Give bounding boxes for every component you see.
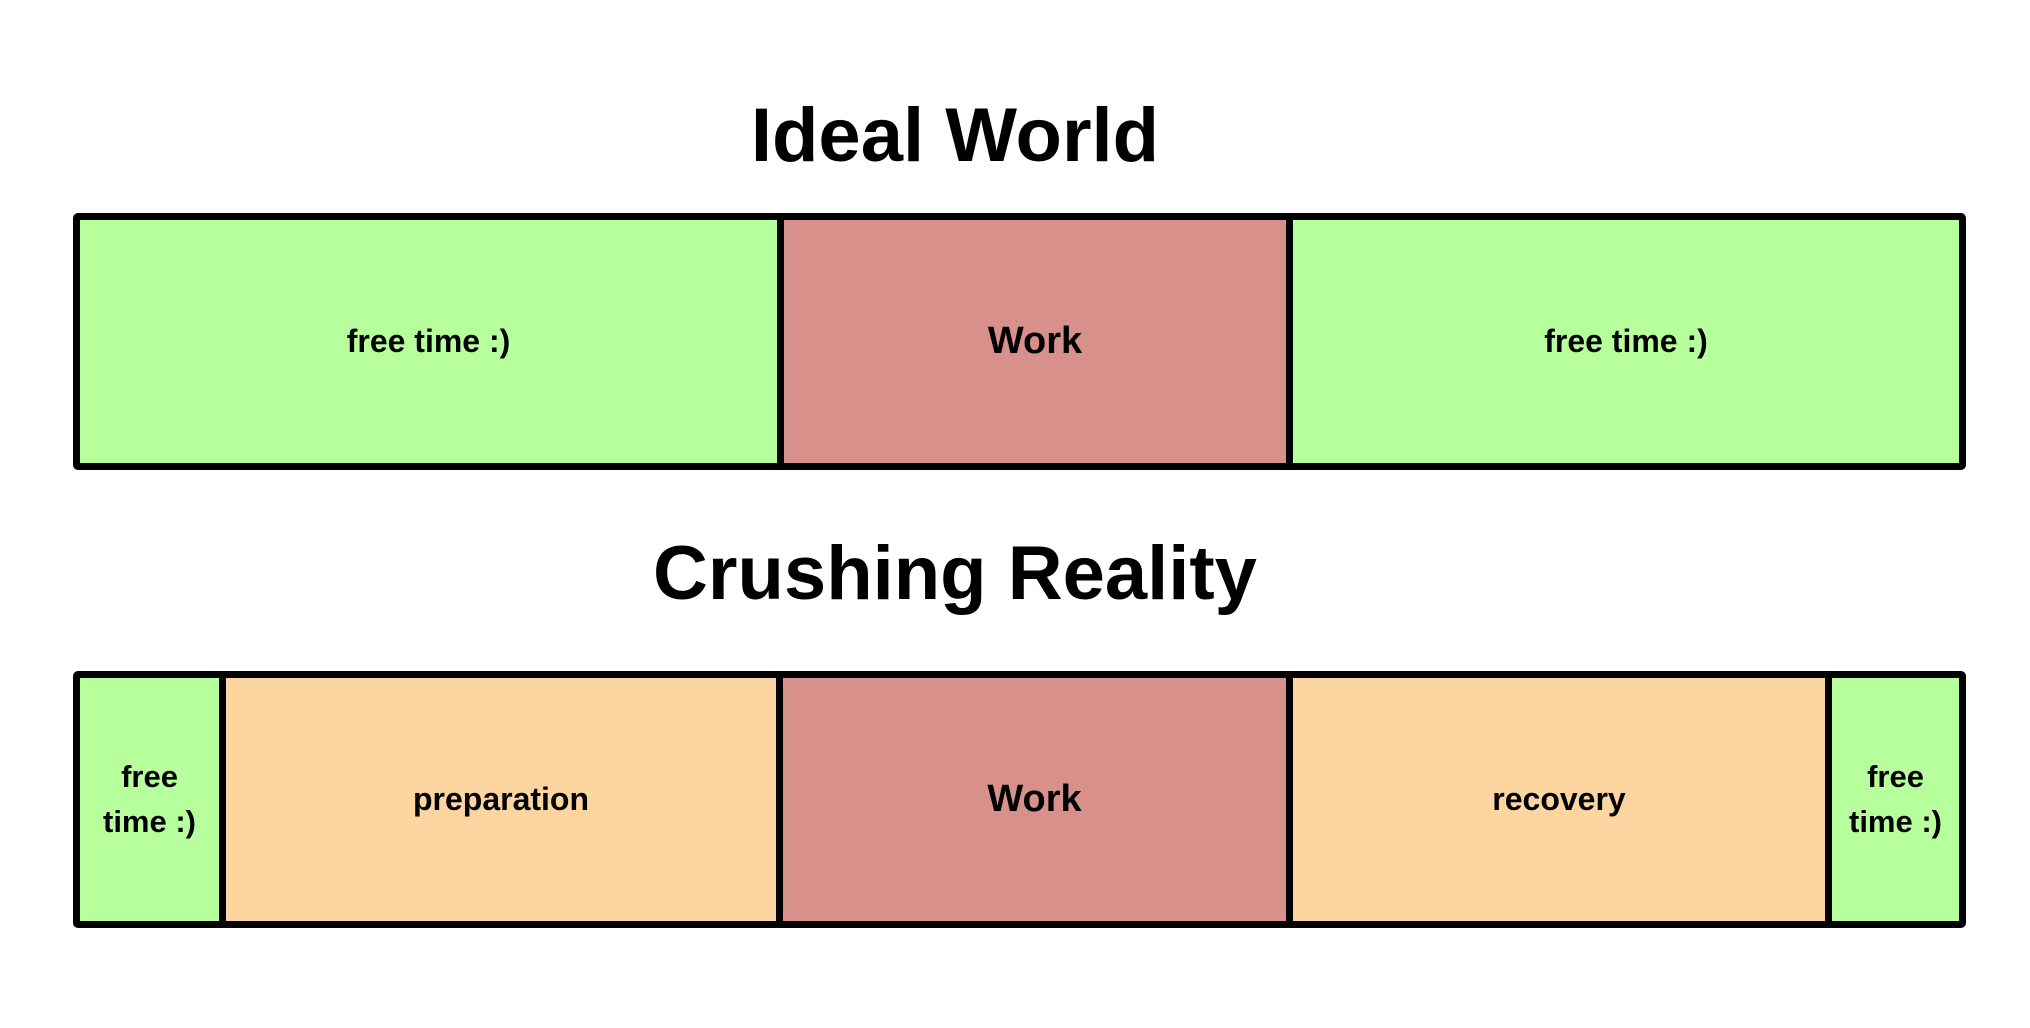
segment-label: free time :): [1849, 758, 1942, 839]
ideal-world-title: Ideal World: [750, 93, 1160, 178]
ideal-free-time-segment-right: free time :): [1293, 220, 1959, 463]
crushing-reality-title: Crushing Reality: [653, 531, 1257, 616]
segment-label: free time :): [1544, 323, 1708, 360]
reality-free-time-segment-right: free time :): [1832, 678, 1959, 921]
segment-label: preparation: [412, 781, 590, 818]
segment-label: recovery: [1492, 781, 1626, 818]
ideal-work-segment: Work: [784, 220, 1293, 463]
crushing-reality-bar: free time :) preparation Work recovery f…: [73, 671, 1966, 928]
reality-recovery-segment: recovery: [1293, 678, 1832, 921]
segment-label: free time :): [103, 758, 196, 839]
reality-preparation-segment: preparation: [226, 678, 783, 921]
reality-free-time-segment-left: free time :): [80, 678, 226, 921]
segment-label: Work: [987, 319, 1083, 362]
ideal-free-time-segment-left: free time :): [80, 220, 784, 463]
reality-work-segment: Work: [783, 678, 1293, 921]
segment-label: Work: [987, 777, 1082, 820]
ideal-world-bar: free time :) Work free time :): [73, 213, 1966, 470]
segment-label: free time :): [346, 323, 511, 360]
